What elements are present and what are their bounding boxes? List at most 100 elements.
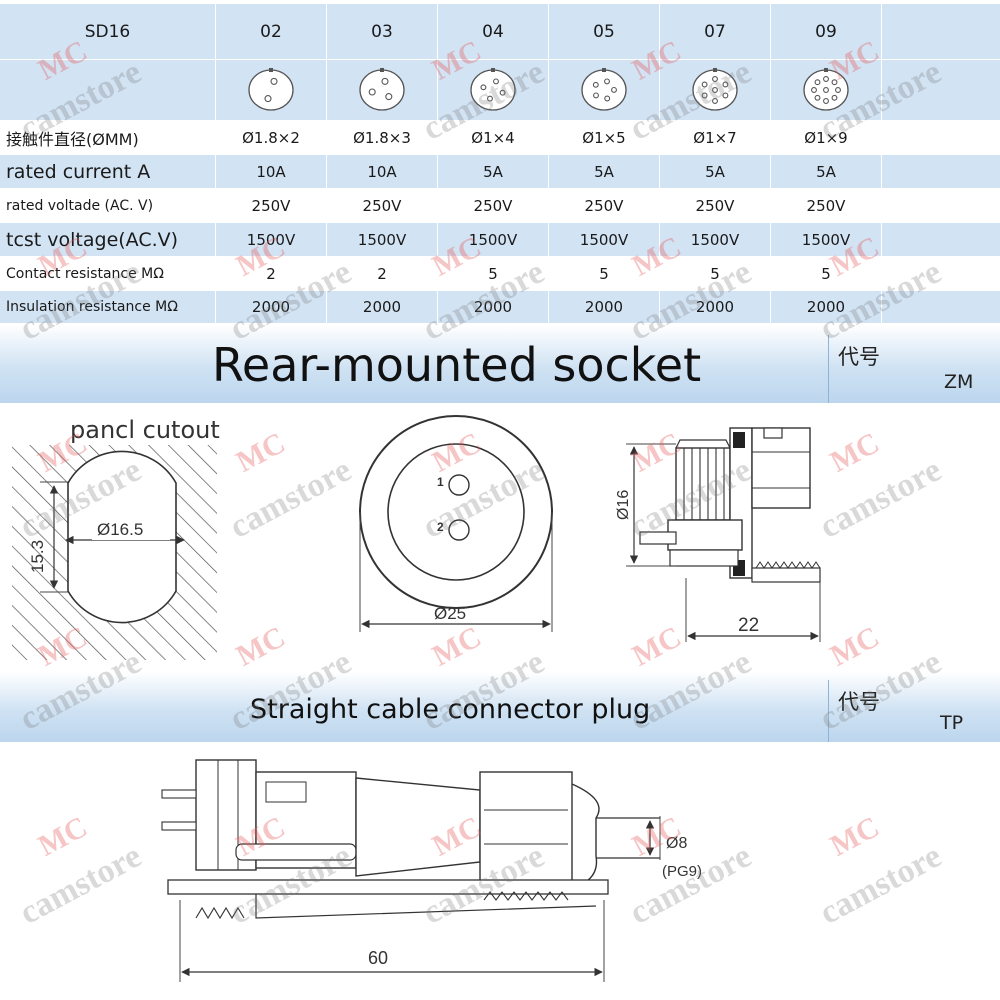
table-header-row: SD16 02 03 04 05 07 09 — [0, 4, 1000, 59]
table-cell: 5 — [549, 257, 660, 290]
rear-socket-code: ZM — [944, 371, 974, 393]
contact-pin — [712, 98, 718, 104]
column-header: 09 — [771, 4, 882, 59]
table-cell: Ø1×4 — [438, 121, 549, 154]
contact-pin — [814, 94, 821, 101]
pin-layout-icon — [470, 68, 516, 111]
face-diameter-label: Ø25 — [434, 604, 466, 623]
contact-pin — [701, 81, 708, 88]
table-cell: 1500V — [327, 223, 438, 256]
table-cell: 2000 — [660, 291, 771, 323]
table-row: rated current A 10A 10A 5A 5A 5A 5A — [0, 155, 1000, 188]
table-cell: Ø1×5 — [549, 121, 660, 154]
table-cell: 10A — [216, 155, 327, 188]
pin-layout-icon — [248, 68, 294, 111]
pin-layout-icon — [803, 68, 849, 111]
contact-pin — [823, 98, 829, 104]
cable-plug-code: TP — [940, 712, 964, 734]
contact-pin — [480, 84, 487, 91]
table-row: Contact resistance MΩ 2 2 5 5 5 5 — [0, 257, 1000, 290]
contact-pin — [814, 79, 821, 86]
contact-pin — [499, 89, 506, 96]
table-row: Insulation resistance MΩ 2000 2000 2000 … — [0, 291, 1000, 323]
column-header: 05 — [549, 4, 660, 59]
contact-pin — [385, 93, 393, 101]
table-cell: 10A — [327, 155, 438, 188]
rear-socket-code-label: 代号 — [838, 345, 880, 369]
contact-pin — [604, 95, 611, 102]
table-cell: 250V — [771, 189, 882, 222]
contact-pin — [831, 79, 838, 86]
table-cell: Ø1×7 — [660, 121, 771, 154]
row-label: Contact resistance MΩ — [0, 257, 216, 290]
pin-face-row — [0, 60, 1000, 120]
table-cell: 2 — [216, 257, 327, 290]
table-cell: 250V — [549, 189, 660, 222]
side-height-label: Ø16 — [615, 490, 632, 520]
contact-pin — [264, 95, 272, 103]
column-header: 03 — [327, 4, 438, 59]
column-header: 02 — [216, 4, 327, 59]
table-cell: 1500V — [771, 223, 882, 256]
row-label: rated current A — [0, 155, 216, 188]
pin-layout-icon — [359, 68, 405, 111]
contact-pin — [722, 92, 729, 99]
pin-1-label: 1 — [437, 475, 444, 489]
table-cell: 250V — [660, 189, 771, 222]
row-label: rated voltade (AC. V) — [0, 189, 216, 222]
rear-socket-title: Rear-mounted socket — [212, 338, 702, 392]
table-cell: Ø1×9 — [771, 121, 882, 154]
table-cell: 2000 — [771, 291, 882, 323]
cable-plug-code-label: 代号 — [838, 690, 880, 714]
cable-diameter-label: Ø8 — [666, 835, 687, 852]
contact-pin — [701, 92, 708, 99]
contact-pin — [823, 76, 829, 82]
contact-pin — [811, 87, 817, 93]
column-header: 07 — [660, 4, 771, 59]
table-cell: 2000 — [438, 291, 549, 323]
table-row: tcst voltage(AC.V) 1500V 1500V 1500V 150… — [0, 223, 1000, 256]
socket-front-view: 1 2 Ø25 — [359, 415, 553, 632]
table-cell: 5A — [438, 155, 549, 188]
contact-pin — [831, 94, 838, 101]
table-cell: 1500V — [216, 223, 327, 256]
contact-pin — [835, 87, 841, 93]
contact-pin — [593, 92, 599, 99]
pin-2-label: 2 — [437, 520, 444, 534]
table-cell: 1500V — [438, 223, 549, 256]
cable-plug-banner: Straight cable connector plug 代号 TP — [0, 672, 1000, 742]
contact-pin — [381, 77, 389, 85]
contact-pin — [712, 87, 718, 93]
cutout-flat-label: 15.3 — [28, 540, 47, 573]
contact-pin — [604, 78, 610, 85]
table-cell: 2000 — [327, 291, 438, 323]
table-cell: 5 — [660, 257, 771, 290]
table-cell: 250V — [438, 189, 549, 222]
contact-pin — [611, 86, 617, 93]
contact-pin — [368, 88, 376, 96]
table-row: 接触件直径(ØMM) Ø1.8×2 Ø1.8×3 Ø1×4 Ø1×5 Ø1×7 … — [0, 121, 1000, 154]
table-cell: 2000 — [549, 291, 660, 323]
gland-size-label: (PG9) — [662, 863, 702, 880]
cutout-diameter-label: Ø16.5 — [97, 520, 143, 539]
table-cell: 5 — [438, 257, 549, 290]
contact-pin — [487, 95, 493, 102]
contact-pin — [270, 77, 278, 85]
socket-side-view: Ø16 22 — [615, 427, 821, 642]
panel-cutout-label: pancl cutout — [70, 416, 220, 444]
panel-cutout-drawing: Ø16.5 15.3 — [12, 445, 217, 660]
side-length-label: 22 — [738, 615, 759, 636]
row-label: 接触件直径(ØMM) — [0, 121, 216, 154]
table-cell: 250V — [216, 189, 327, 222]
table-cell: 250V — [327, 189, 438, 222]
table-cell: 5A — [771, 155, 882, 188]
pin-layout-icon — [692, 68, 738, 111]
row-label: tcst voltage(AC.V) — [0, 223, 216, 256]
table-cell: 5A — [660, 155, 771, 188]
plug-length-label: 60 — [368, 948, 388, 968]
table-cell: 1500V — [549, 223, 660, 256]
table-cell: 2 — [327, 257, 438, 290]
table-cell: 2000 — [216, 291, 327, 323]
table-cell: 5 — [771, 257, 882, 290]
row-label: Insulation resistance MΩ — [0, 291, 216, 323]
